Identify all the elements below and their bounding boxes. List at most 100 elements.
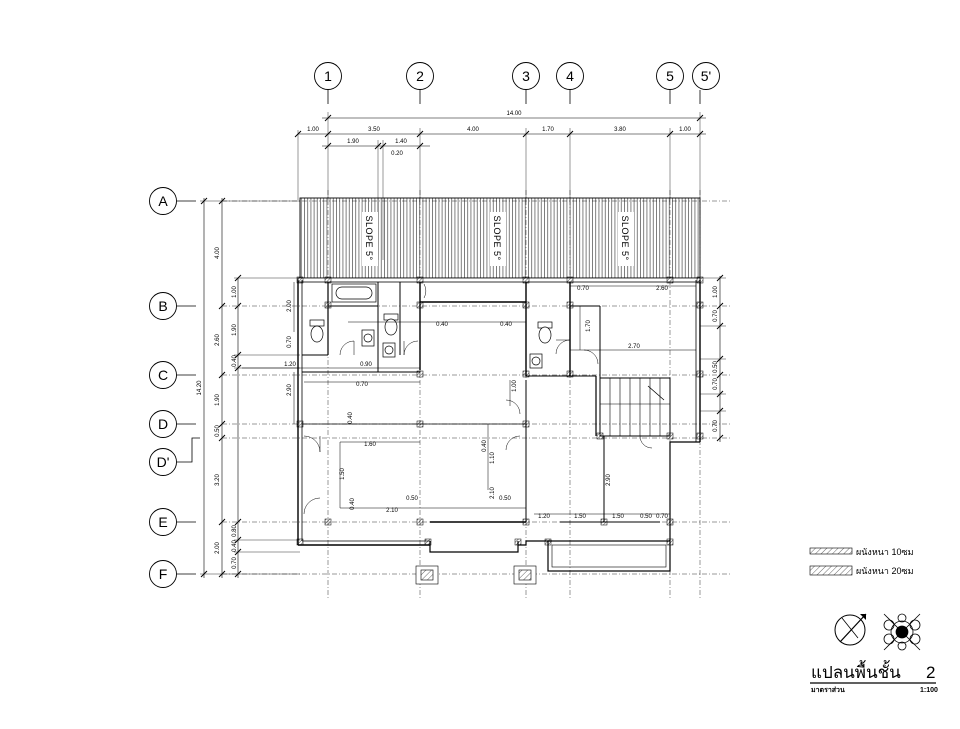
dim-label: 0.20 — [391, 151, 403, 157]
grid-col-label: 5' — [701, 68, 711, 84]
bathtub — [331, 283, 377, 303]
dim-label: 2.60 — [656, 286, 668, 292]
legend-item-wall-20cm: ผนังหนา 20ซม — [809, 565, 914, 576]
dim-label: 1.00 — [307, 127, 319, 133]
row-grid-bubbles: A B C D D' E F — [149, 187, 200, 588]
dim-label: 1.50 — [574, 514, 586, 520]
dim-label: 1.50 — [612, 514, 624, 520]
grid-bubble-col-5-prime: 5' — [692, 62, 720, 104]
dim-label: 0.70 — [577, 286, 589, 292]
title-block: แปลนพื้นชั้น 2 มาตราส่วน 1:100 — [810, 660, 938, 694]
roof-slab: SLOPE 5° SLOPE 5° SLOPE 5° — [299, 197, 701, 279]
overall-width-label: 14.00 — [506, 111, 522, 117]
dim-label: 0.70 — [287, 336, 293, 348]
dim-label: 1.10 — [490, 452, 496, 464]
scale-label: มาตราส่วน — [811, 686, 845, 694]
dim-label: 3.20 — [215, 474, 221, 486]
scale-value: 1:100 — [920, 687, 938, 694]
sheet-number: 2 — [926, 663, 935, 682]
sanitary-fixtures — [309, 283, 553, 369]
grid-bubble-col-5: 5 — [656, 62, 684, 104]
grid-bubble-row-c: C — [149, 361, 196, 389]
dim-label: 4.00 — [215, 247, 221, 259]
grid-bubble-col-1: 1 — [314, 62, 342, 104]
staircase — [599, 377, 671, 437]
grid-bubble-row-a: A — [149, 187, 196, 215]
grid-bubble-row-d: D — [149, 410, 196, 438]
dim-label: 1.70 — [542, 127, 554, 133]
dim-label: 0.50 — [406, 496, 418, 502]
grid-bubble-col-2: 2 — [406, 62, 434, 104]
dim-label: 4.00 — [467, 127, 479, 133]
grid-col-label: 5 — [666, 68, 674, 84]
dim-label: 3.80 — [614, 127, 626, 133]
dim-label: 2.60 — [215, 334, 221, 346]
grid-row-label: F — [159, 566, 168, 582]
dim-label: 0.70 — [232, 557, 238, 569]
interior-dimension-labels: 2.00 0.70 1.20 0.90 0.40 0.40 0.70 2.60 … — [284, 286, 668, 520]
right-dimension-labels: 1.00 0.70 0.50 0.70 0.70 — [713, 286, 719, 432]
left-dimension-strings — [200, 197, 300, 578]
grid-row-label: E — [158, 514, 167, 530]
washbasin-2 — [382, 342, 396, 358]
toilet-1 — [309, 319, 325, 343]
dim-label: 0.40 — [350, 498, 356, 510]
grid-bubble-col-3: 3 — [512, 62, 540, 104]
toilet-2 — [383, 313, 399, 336]
left-dimension-labels: 14.20 4.00 2.60 1.90 3.20 2.00 1.00 1.90… — [197, 247, 238, 569]
dim-label: 2.10 — [490, 487, 496, 499]
north-arrow-icon — [834, 613, 867, 646]
grid-row-label: A — [158, 193, 168, 209]
dim-label: 1.20 — [538, 514, 550, 520]
dim-label: 0.70 — [713, 310, 719, 322]
washbasin-1 — [361, 329, 375, 347]
grid-bubble-row-b: B — [149, 292, 196, 320]
slope-label: SLOPE 5° — [492, 215, 502, 260]
dim-label: 2.00 — [215, 542, 221, 554]
dim-label: 2.00 — [287, 300, 293, 312]
dim-label: 0.40 — [232, 355, 238, 367]
dim-label: 1.00 — [713, 286, 719, 298]
grid-row-label: D — [158, 416, 168, 432]
right-dimension-strings — [700, 274, 726, 442]
dim-label: 0.70 — [713, 378, 719, 390]
dim-label: 0.50 — [215, 425, 221, 437]
legend-item-wall-10cm: ผนังหนา 10ซม — [809, 547, 914, 557]
dim-label: 0.40 — [482, 440, 488, 452]
legend: ผนังหนา 10ซม ผนังหนา 20ซม — [809, 547, 914, 576]
structural-columns — [296, 276, 704, 546]
dim-label: 2.90 — [287, 384, 293, 396]
dim-label: 1.50 — [340, 468, 346, 480]
dim-label: 0.90 — [360, 362, 372, 368]
grid-col-label: 4 — [566, 68, 574, 84]
dim-label: 1.70 — [586, 320, 592, 332]
dim-label: 0.40 — [500, 322, 512, 328]
dim-label: 1.00 — [679, 127, 691, 133]
overall-depth-label: 14.20 — [197, 380, 203, 396]
grid-row-label: C — [158, 367, 168, 383]
dim-label: 2.10 — [386, 508, 398, 514]
interior-dimension-lines — [242, 282, 696, 522]
grid-col-label: 1 — [324, 68, 332, 84]
dim-label: 0.40 — [232, 540, 238, 552]
grid-bubble-row-d-prime: D' — [149, 437, 200, 476]
slope-label: SLOPE 5° — [364, 215, 374, 260]
grid-col-label: 3 — [522, 68, 530, 84]
dim-label: 1.40 — [395, 139, 407, 145]
slope-label: SLOPE 5° — [620, 215, 630, 260]
dim-label: 0.70 — [656, 514, 668, 520]
dim-label: 1.90 — [347, 139, 359, 145]
dim-label: 1.60 — [364, 442, 376, 448]
dim-label: 0.50 — [640, 514, 652, 520]
dim-label: 2.90 — [606, 474, 612, 486]
legend-label: ผนังหนา 20ซม — [856, 566, 914, 576]
dim-label: 1.20 — [284, 362, 296, 368]
dim-label: 3.50 — [368, 127, 380, 133]
grid-col-label: 2 — [416, 68, 424, 84]
dim-label: 0.50 — [713, 361, 719, 373]
dim-label: 1.90 — [215, 394, 221, 406]
dim-label: 0.70 — [356, 382, 368, 388]
dim-label: 1.00 — [232, 286, 238, 298]
